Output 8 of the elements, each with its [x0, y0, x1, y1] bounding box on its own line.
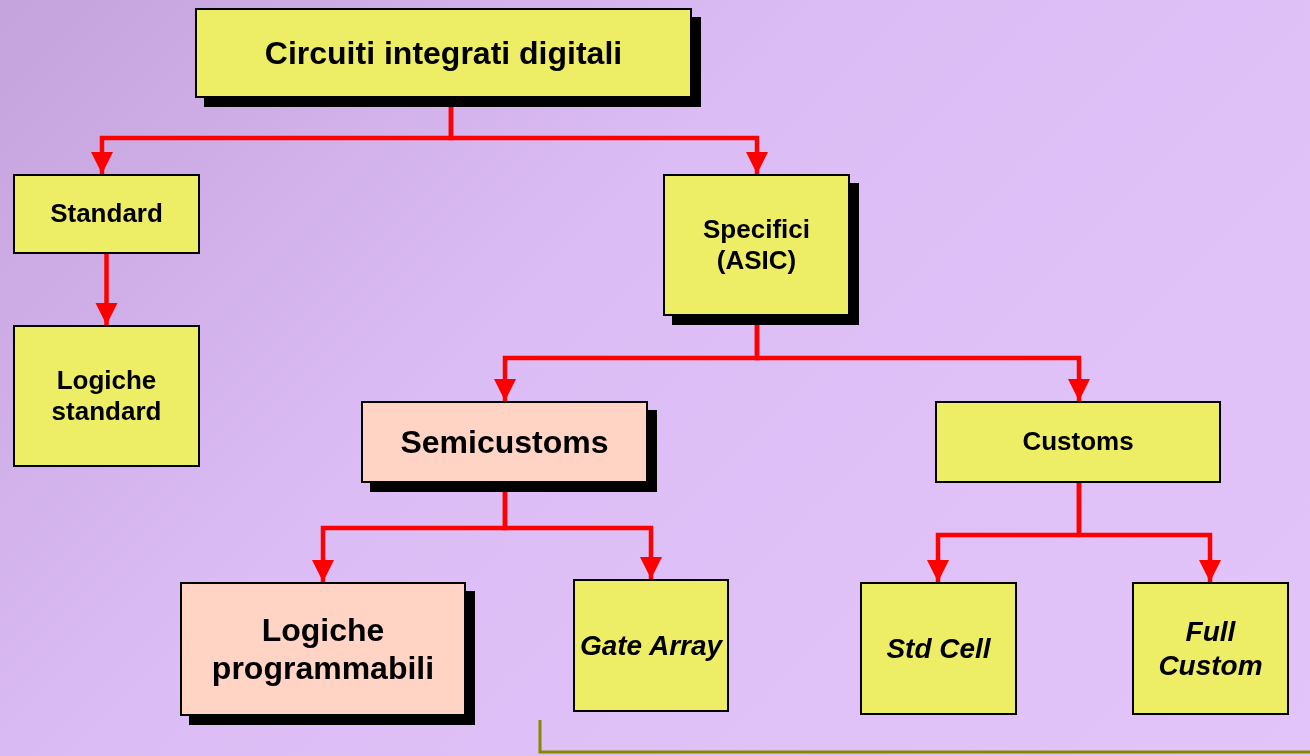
- category-box: Gate Array: [573, 579, 729, 712]
- category-box: Customs: [935, 401, 1221, 483]
- category-box: Standard: [13, 174, 200, 254]
- category-box: Std Cell: [860, 582, 1017, 715]
- arrow: [1076, 483, 1222, 582]
- arrow: [95, 254, 118, 325]
- category-box: Logiche standard: [13, 325, 200, 467]
- category-box: Full Custom: [1132, 582, 1289, 715]
